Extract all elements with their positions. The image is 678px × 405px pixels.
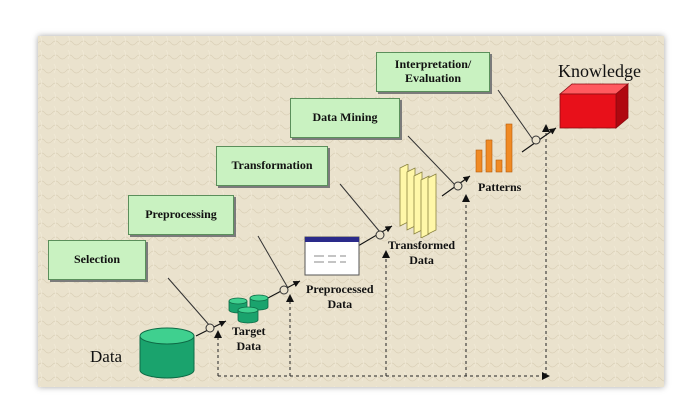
transformed-data-stack-icon <box>399 164 437 238</box>
patterns-label: Patterns <box>478 180 522 194</box>
patterns-bars-icon <box>475 123 513 173</box>
target-data-cylinders-icon <box>228 294 269 324</box>
step-preprocessing-label: Preprocessing <box>145 207 217 222</box>
step-selection-label: Selection <box>74 252 120 267</box>
data-label: Data <box>90 347 123 366</box>
kdd-process-diagram: Selection Preprocessing Transformation D… <box>38 36 664 387</box>
step-interpretation-label: Interpretation/ Evaluation <box>394 57 472 85</box>
step-interpretation-evaluation[interactable]: Interpretation/ Evaluation <box>376 52 490 92</box>
knowledge-label: Knowledge <box>558 61 641 81</box>
database-cylinder-icon <box>139 327 195 379</box>
knowledge-box-icon <box>558 83 630 129</box>
preprocessed-data-window-icon <box>304 236 360 276</box>
transformed-data-label: Transformed Data <box>388 238 456 267</box>
preprocessed-data-label: Preprocessed Data <box>306 282 374 311</box>
step-transformation-label: Transformation <box>231 158 313 173</box>
step-data-mining-label: Data Mining <box>312 110 378 125</box>
step-selection[interactable]: Selection <box>48 240 146 280</box>
step-data-mining[interactable]: Data Mining <box>290 98 400 138</box>
step-preprocessing[interactable]: Preprocessing <box>128 195 234 235</box>
step-transformation[interactable]: Transformation <box>216 146 328 186</box>
target-data-label: Target Data <box>232 324 266 353</box>
